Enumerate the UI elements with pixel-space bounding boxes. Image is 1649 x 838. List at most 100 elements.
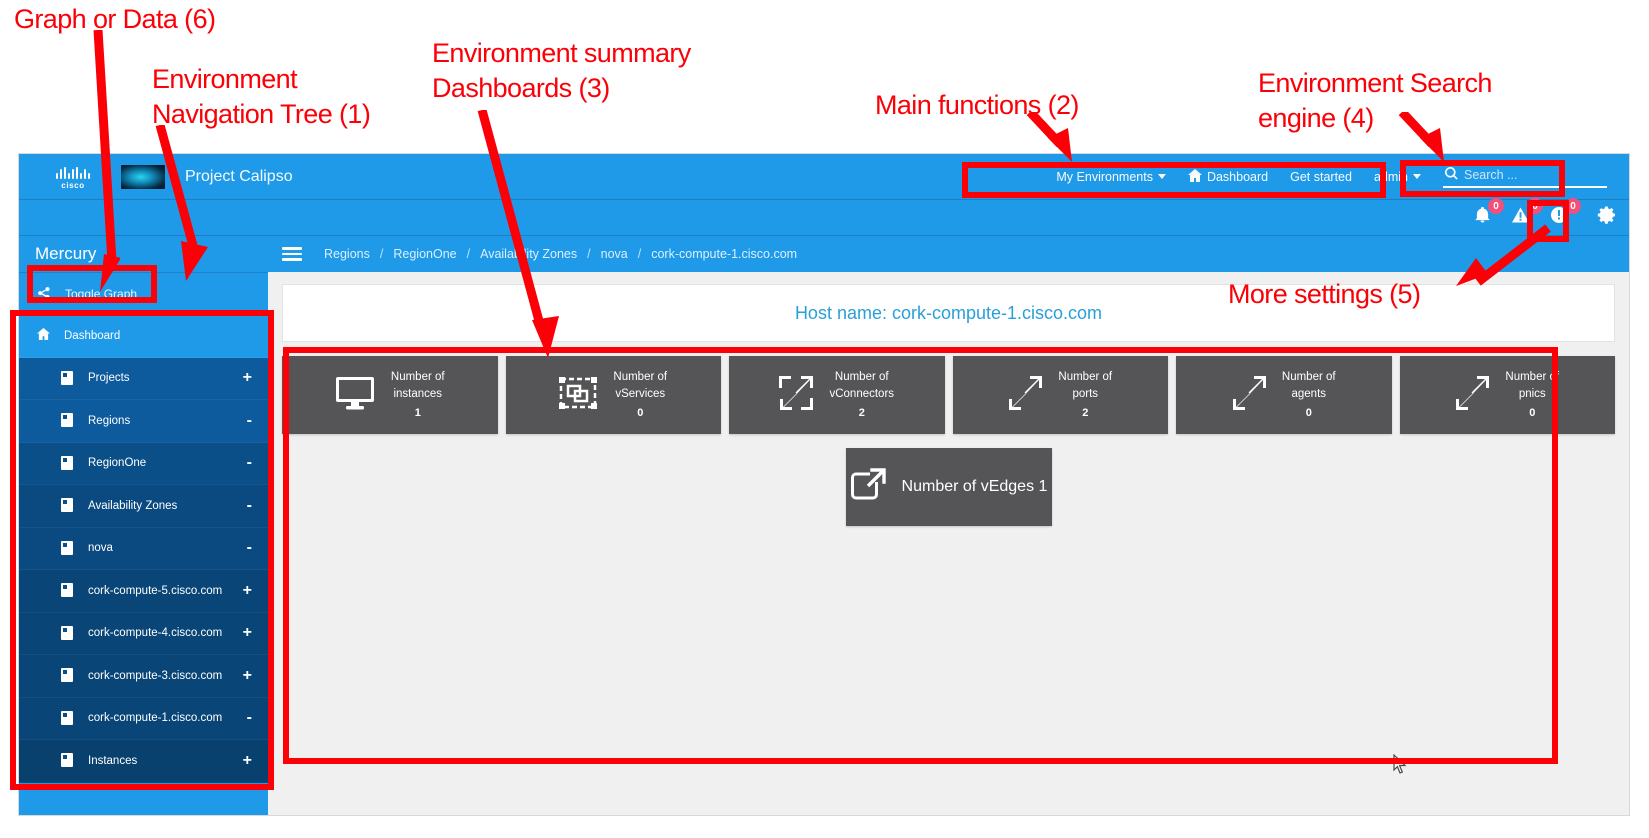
compress-icon [1232, 375, 1266, 415]
bell-badge-count: 0 [1488, 198, 1504, 214]
sidebar-item-cork-compute-5[interactable]: cork-compute-5.cisco.com + [19, 570, 268, 613]
sidebar-item-label: cork-compute-3.cisco.com [88, 669, 223, 682]
annotation-label-5: More settings (5) [1228, 279, 1421, 309]
summary-dashboard-tiles-row2: Number of vEdges 1 [282, 448, 1615, 526]
tile-text: Number of vEdges 1 [902, 478, 1048, 496]
bell-icon-button[interactable]: 0 [1475, 198, 1504, 228]
tile-title-line2: vServices [615, 387, 666, 400]
warning-icon-button[interactable]: 0 [1512, 198, 1543, 228]
exclamation-badge-count: 0 [1565, 198, 1581, 214]
desktop-icon [335, 376, 375, 415]
expand-toggle[interactable]: + [242, 751, 252, 769]
tile-text: Number of agents 0 [1282, 369, 1336, 422]
sidebar-item-regionone[interactable]: RegionOne - [19, 442, 268, 485]
sidebar-item-label: Instances [88, 754, 138, 767]
tile-title-line1: Number of [901, 478, 977, 495]
toggle-graph-button[interactable]: Toggle Graph [33, 281, 149, 308]
tile-title-line2: pnics [1518, 387, 1546, 400]
nav-my-environments[interactable]: My Environments [1056, 170, 1166, 184]
environment-navigation-tree: Mercury Toggle Graph Dashboard [19, 236, 268, 815]
sidebar-item-availability-zones[interactable]: Availability Zones - [19, 485, 268, 528]
tile-text: Number of vConnectors 2 [829, 369, 894, 422]
page-icon [61, 710, 74, 726]
sidebar-item-cork-compute-3[interactable]: cork-compute-3.cisco.com + [19, 655, 268, 698]
tile-pnics[interactable]: Number of pnics 0 [1399, 356, 1615, 434]
sidebar-item-list: Dashboard Projects + Regions - RegionOne… [19, 315, 268, 783]
tile-value: 0 [1529, 407, 1536, 419]
tile-vconnectors[interactable]: Number of vConnectors 2 [729, 356, 945, 434]
sidebar-item-nova[interactable]: nova - [19, 527, 268, 570]
tile-title-line2: ports [1072, 387, 1099, 400]
breadcrumb-item-regionone[interactable]: RegionOne [393, 247, 457, 261]
annotation-label-4: Environment Search engine (4) [1258, 68, 1492, 134]
settings-gear-button[interactable] [1597, 205, 1617, 230]
expand-toggle[interactable]: + [242, 666, 252, 684]
annotation-label-3: Environment summary Dashboards (3) [432, 38, 691, 104]
breadcrumb-item-cork-compute-1[interactable]: cork-compute-1.cisco.com [651, 247, 798, 261]
page-icon [61, 370, 74, 386]
tile-ports[interactable]: Number of ports 2 [952, 356, 1168, 434]
collapse-toggle[interactable]: - [246, 496, 252, 514]
page-icon [61, 583, 74, 598]
chevron-down-icon [1157, 174, 1166, 179]
main-functions-nav: My Environments Dashboard Get started ad… [1056, 165, 1629, 188]
hamburger-icon[interactable] [282, 247, 302, 261]
tile-title-line1: Number of [1058, 370, 1113, 383]
compress-icon [1455, 375, 1490, 415]
exclamation-circle-icon [1551, 207, 1567, 228]
exclamation-icon-button[interactable]: 0 [1551, 198, 1581, 228]
breadcrumb-separator: / [587, 247, 591, 261]
project-thumbnail [121, 164, 165, 189]
tile-value: 0 [1305, 407, 1312, 419]
breadcrumb-item-regions[interactable]: Regions [324, 247, 370, 261]
sidebar-item-label: Dashboard [64, 329, 121, 342]
collapse-toggle[interactable]: - [246, 539, 252, 557]
toggle-graph-label: Toggle Graph [65, 287, 138, 301]
breadcrumb: Regions / RegionOne / Availability Zones… [268, 236, 1629, 272]
sidebar-item-cork-compute-4[interactable]: cork-compute-4.cisco.com + [19, 612, 268, 655]
sidebar-item-dashboard[interactable]: Dashboard [19, 315, 268, 358]
tile-agents[interactable]: Number of agents 0 [1176, 356, 1392, 434]
tile-title-line2: agents [1291, 387, 1327, 400]
sidebar-item-cork-compute-1[interactable]: cork-compute-1.cisco.com - [19, 697, 268, 740]
page-icon [61, 413, 74, 428]
cisco-bars-icon [56, 166, 90, 179]
sidebar-item-label: nova [88, 542, 113, 555]
collapse-toggle[interactable]: - [246, 709, 252, 727]
main-content: Host name: cork-compute-1.cisco.com Numb… [268, 272, 1629, 815]
tile-vservices[interactable]: Number of vServices 0 [505, 356, 721, 434]
tile-value: 2 [1082, 407, 1089, 419]
collapse-toggle[interactable]: - [246, 454, 252, 472]
breadcrumb-separator: / [637, 247, 642, 261]
expand-toggle[interactable]: + [242, 581, 252, 599]
sidebar-item-projects[interactable]: Projects + [19, 357, 268, 400]
compress-icon [779, 375, 814, 415]
calipso-app-window: cisco Project Calipso My Environments Da… [18, 153, 1630, 816]
collapse-toggle[interactable]: - [246, 411, 252, 429]
expand-toggle[interactable]: + [242, 624, 252, 642]
tile-instances[interactable]: Number of instances 1 [282, 356, 498, 434]
sidebar-item-regions[interactable]: Regions - [19, 400, 268, 443]
tile-text: Number of instances 1 [391, 369, 445, 422]
sidebar-item-instances[interactable]: Instances + [19, 740, 268, 783]
page-icon [61, 455, 74, 471]
search-icon [1445, 166, 1458, 183]
warning-badge-count: 0 [1527, 198, 1543, 214]
nav-dashboard[interactable]: Dashboard [1187, 168, 1268, 185]
sidebar-item-label: cork-compute-1.cisco.com [88, 712, 223, 725]
expand-toggle[interactable]: + [242, 369, 252, 387]
annotation-label-6: Graph or Data (6) [14, 4, 216, 34]
compress-icon [1008, 375, 1043, 415]
search-input[interactable]: Search ... [1443, 165, 1607, 188]
external-link-icon [850, 467, 886, 507]
breadcrumb-item-nova[interactable]: nova [600, 247, 628, 261]
nav-my-environments-label: My Environments [1056, 169, 1153, 184]
breadcrumb-separator: / [466, 247, 471, 261]
breadcrumb-item-availability-zones[interactable]: Availability Zones [480, 247, 578, 261]
tile-vedges[interactable]: Number of vEdges 1 [845, 448, 1052, 526]
cisco-wordmark: cisco [61, 180, 85, 190]
nav-get-started[interactable]: Get started [1290, 170, 1352, 184]
home-icon [1187, 168, 1202, 185]
nav-admin[interactable]: admin [1374, 170, 1421, 184]
